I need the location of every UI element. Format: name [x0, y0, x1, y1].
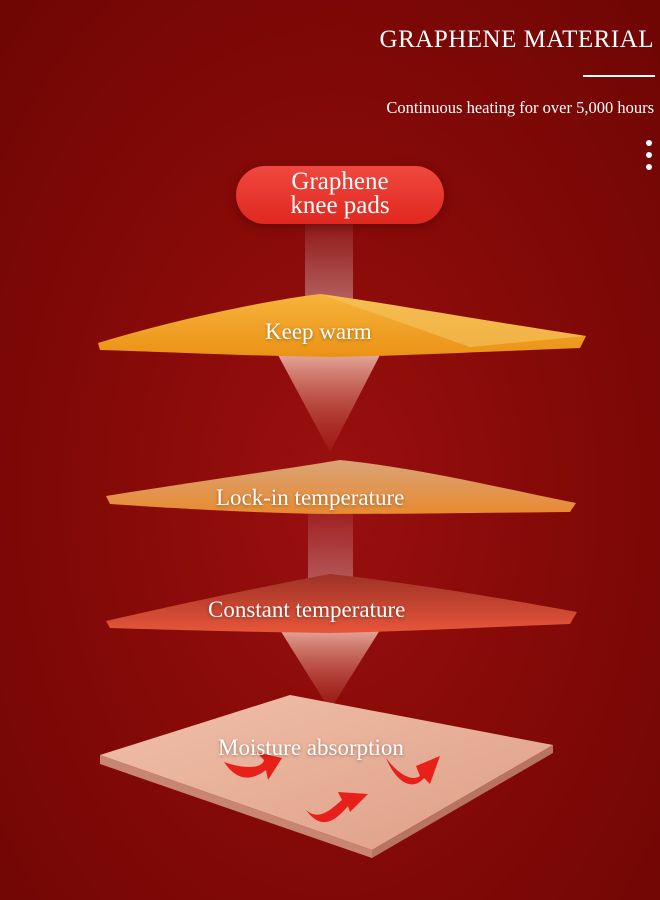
heat-cone	[278, 355, 380, 452]
layer-label-constant-temperature: Constant temperature	[208, 597, 406, 622]
layer-edge	[100, 755, 372, 858]
page-title: GRAPHENE MATERIAL	[379, 26, 654, 53]
layer-lock-in-temperature	[106, 460, 576, 514]
layer-constant-temperature	[106, 574, 577, 633]
title-divider	[583, 75, 655, 77]
layer-highlight	[320, 294, 586, 347]
layer-moisture-absorption	[100, 695, 553, 850]
heat-cone	[280, 630, 380, 710]
layer-label-moisture-absorption: Moisture absorption	[218, 735, 404, 760]
layer-label-lock-in-temperature: Lock-in temperature	[216, 485, 405, 510]
layer-label-keep-warm: Keep warm	[265, 319, 372, 344]
layer-edge	[372, 745, 553, 858]
page-subtitle: Continuous heating for over 5,000 hours	[386, 98, 654, 117]
curved-arrow-icon	[224, 752, 440, 823]
more-vertical-icon[interactable]	[644, 140, 654, 176]
heat-beam	[305, 222, 353, 302]
